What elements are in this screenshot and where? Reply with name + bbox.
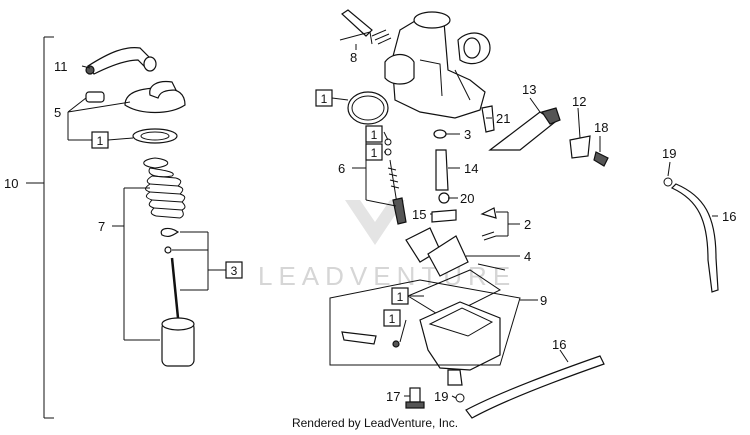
boxed-callouts: 1 3 1 1 1 1 1 <box>91 89 409 327</box>
callout-16-bottom: 16 <box>552 337 566 352</box>
part-14-needle-jet <box>435 149 449 191</box>
throttle-valve <box>161 317 195 367</box>
callout-17: 17 <box>386 389 400 404</box>
part-16-hose-right <box>670 183 719 293</box>
callout-19-bottom: 19 <box>434 389 448 404</box>
callout-15: 15 <box>412 207 426 222</box>
watermark-text: LEADVENTURE <box>258 261 516 291</box>
callout-1-oring: 1 <box>321 92 328 106</box>
part-1-oring <box>347 91 389 125</box>
jet-needle <box>170 257 180 319</box>
callout-1-left: 1 <box>97 134 104 148</box>
callout-11: 11 <box>54 59 68 74</box>
callout-8: 8 <box>350 50 357 65</box>
part-9-float-bowl <box>419 301 501 386</box>
part-1-washer <box>132 128 178 144</box>
footer-credit: Rendered by LeadVenture, Inc. <box>291 416 459 430</box>
part-6-pilot-screw <box>392 197 407 225</box>
part-16-hose-bottom <box>465 355 605 419</box>
callout-1-bowl: 1 <box>389 312 396 326</box>
callout-10: 10 <box>4 176 18 191</box>
callout-13: 13 <box>522 82 536 97</box>
callout-1-gasket: 1 <box>397 290 404 304</box>
bracket-10 <box>26 36 54 419</box>
callout-7: 7 <box>98 219 105 234</box>
callout-14: 14 <box>464 161 478 176</box>
part-12 <box>569 135 591 159</box>
part-19-clip-a <box>663 177 673 187</box>
part-7-spring <box>143 157 186 219</box>
part-2a <box>480 207 497 219</box>
callout-16-right: 16 <box>722 209 736 224</box>
part-18-screw <box>593 151 609 167</box>
callout-5: 5 <box>54 105 61 120</box>
part-11-hose <box>85 47 157 75</box>
part-1-gasket <box>406 269 501 319</box>
callout-2: 2 <box>524 217 531 232</box>
part-3-clip <box>160 227 180 238</box>
callout-6: 6 <box>338 161 345 176</box>
part-5-cap <box>85 80 186 114</box>
drain-tube-clip <box>341 331 377 345</box>
callout-3-left: 3 <box>231 264 238 278</box>
callout-21: 21 <box>496 111 510 126</box>
callout-9: 9 <box>540 293 547 308</box>
callout-numbers: 10 11 5 7 8 6 3 21 13 12 18 14 20 15 2 4… <box>4 50 736 404</box>
part-4-float <box>405 227 506 277</box>
callout-3: 3 <box>464 127 471 142</box>
callout-12: 12 <box>572 94 586 109</box>
callout-18: 18 <box>594 120 608 135</box>
part-17-drain-screw <box>405 387 425 409</box>
part-3-cap <box>433 129 447 139</box>
callout-20: 20 <box>460 191 474 206</box>
part-19-clip-b <box>455 393 465 403</box>
watermark: LEADVENTURE <box>258 200 516 291</box>
carburetor-body <box>384 11 491 119</box>
callout-19-right: 19 <box>662 146 676 161</box>
part-21-jet <box>481 105 495 133</box>
part-8-screw <box>341 9 373 37</box>
part-20 <box>438 192 450 204</box>
callout-1-lower: 1 <box>371 146 378 160</box>
part-15 <box>431 209 457 223</box>
callout-4: 4 <box>524 249 531 264</box>
callout-1-upper: 1 <box>371 128 378 142</box>
